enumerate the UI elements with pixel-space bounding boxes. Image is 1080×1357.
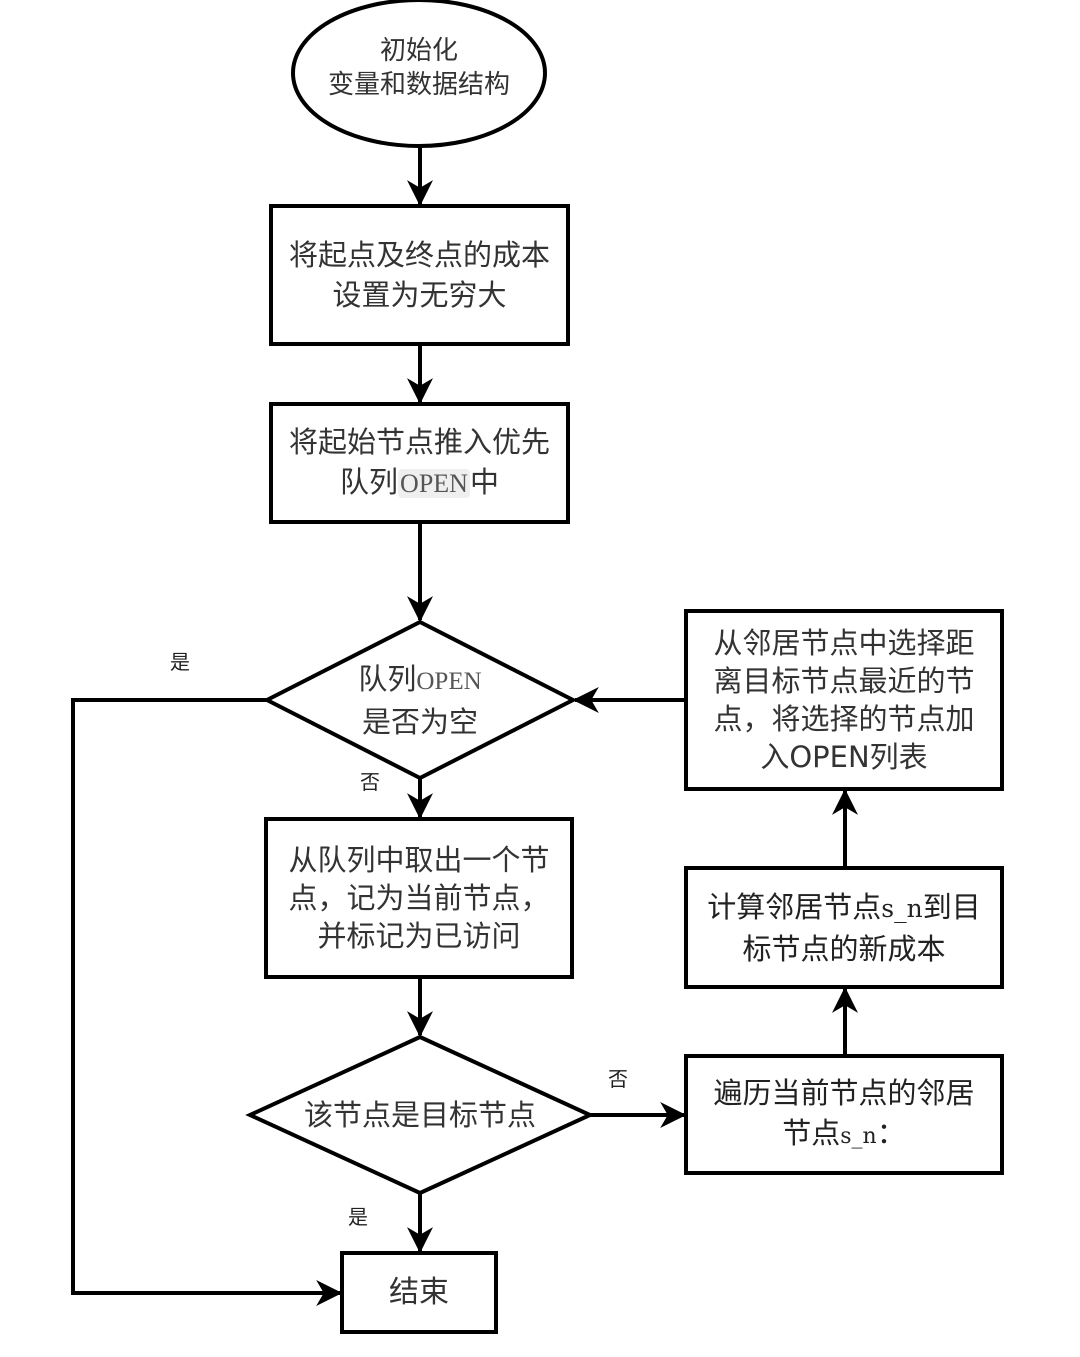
compute-line-2: 标节点的新成本 xyxy=(742,931,946,966)
select-line-4: 入OPEN列表 xyxy=(760,740,928,774)
select-line-2: 离目标节点最近的节 xyxy=(713,664,975,698)
select-line-1: 从邻居节点中选择距 xyxy=(713,626,975,660)
pop-node-line-1: 从队列中取出一个节 xyxy=(288,843,550,877)
start-node: 初始化 变量和数据结构 xyxy=(293,20,545,116)
is-goal-line-1: 该节点是目标节点 xyxy=(303,1098,536,1132)
select-line-3: 点，将选择的节点加 xyxy=(713,702,975,736)
compute-cost-node: 计算邻居节点s_n到目 标节点的新成本 xyxy=(686,868,1002,987)
iterate-neighbors-node: 遍历当前节点的邻居 节点s_n： xyxy=(686,1056,1002,1173)
pop-node-line-3: 并标记为已访问 xyxy=(317,919,521,953)
push-start-node: 将起始节点推入优先 队列OPEN中 xyxy=(271,404,568,522)
select-nearest-node-shape xyxy=(684,609,1004,791)
compute-line-1: 计算邻居节点s_n到目 xyxy=(707,889,981,924)
init-cost-line-1: 将起点及终点的成本 xyxy=(288,238,550,272)
edge-label-empty-yes: 是 xyxy=(170,650,190,674)
start-line-1: 初始化 xyxy=(379,36,458,66)
edge-empty-yes-to-end xyxy=(71,698,343,1306)
pop-node-shape xyxy=(264,817,574,979)
end-label: 结束 xyxy=(389,1274,449,1310)
pop-node-line-2: 点，记为当前节点， xyxy=(288,881,550,915)
edge-label-empty-no: 否 xyxy=(360,770,380,794)
init-cost-node: 将起点及终点的成本 设置为无穷大 xyxy=(271,206,568,344)
pop-node: 从队列中取出一个节 点，记为当前节点， 并标记为已访问 xyxy=(266,819,572,977)
queue-empty-decision: 队列OPEN 是否为空 xyxy=(300,660,540,740)
edge-label-goal-yes: 是 xyxy=(348,1205,368,1229)
edge-label-goal-no: 否 xyxy=(608,1067,628,1091)
iterate-neighbors-node-shape xyxy=(684,1054,1004,1175)
queue-empty-line-1: 队列OPEN xyxy=(358,661,482,696)
neighbor-var: s_n xyxy=(881,893,923,923)
init-cost-node-shape xyxy=(269,204,570,346)
end-node: 结束 xyxy=(342,1253,496,1332)
neighbor-var: s_n xyxy=(840,1123,877,1149)
start-line-2: 变量和数据结构 xyxy=(327,70,510,100)
push-start-line-1: 将起始节点推入优先 xyxy=(288,425,550,459)
push-start-line-2: 队列OPEN中 xyxy=(340,465,499,499)
init-cost-line-2: 设置为无穷大 xyxy=(332,278,507,312)
select-nearest-node: 从邻居节点中选择距 离目标节点最近的节 点，将选择的节点加 入OPEN列表 xyxy=(686,611,1002,789)
queue-empty-line-2: 是否为空 xyxy=(361,704,478,739)
iterate-line-2: 节点s_n： xyxy=(782,1115,906,1150)
is-goal-decision: 该节点是目标节点 xyxy=(270,1095,570,1135)
iterate-line-1: 遍历当前节点的邻居 xyxy=(713,1075,975,1110)
open-queue-tag: OPEN xyxy=(398,469,470,498)
